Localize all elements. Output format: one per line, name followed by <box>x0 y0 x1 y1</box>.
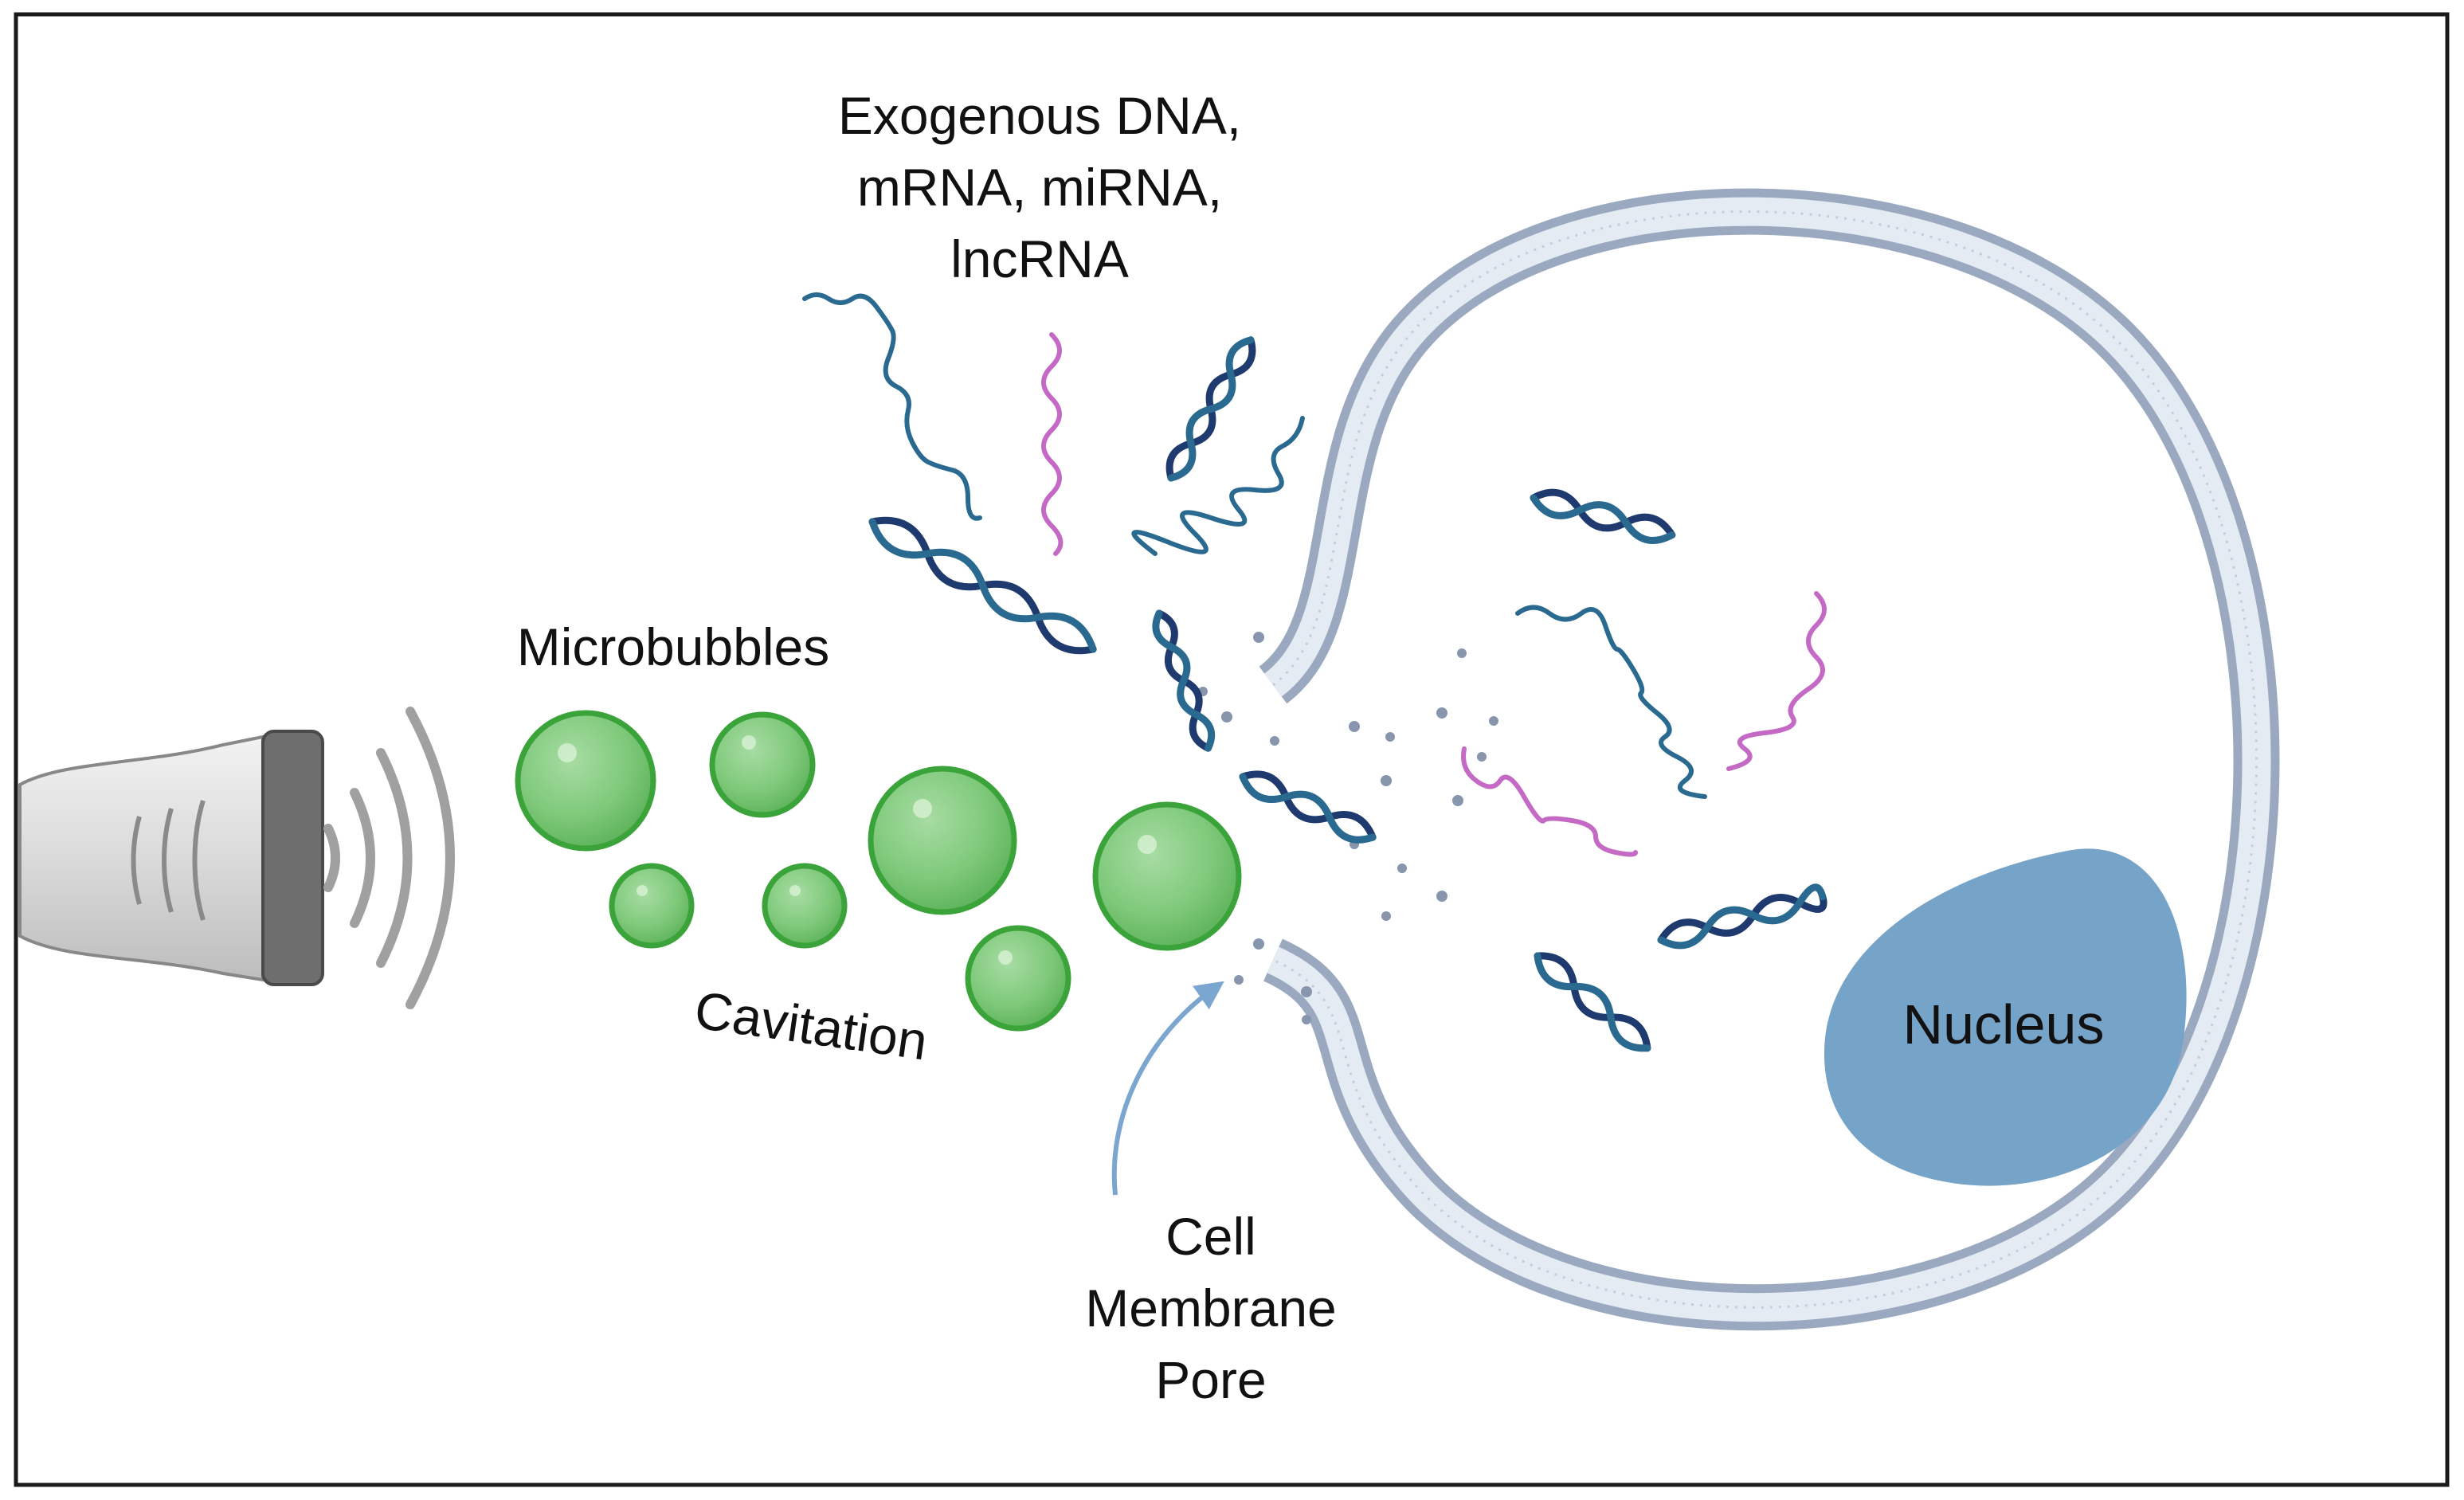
rna-strand-icon <box>1515 605 1707 799</box>
pore-label-line2: Membrane <box>1085 1279 1336 1337</box>
microbubbles <box>515 710 1242 1032</box>
ultrasound-wave-icon <box>350 788 375 928</box>
rna-strand-icon <box>802 292 982 521</box>
cargo-label-line3: lncRNA <box>950 229 1129 288</box>
microbubble-icon <box>609 863 695 949</box>
rna-strand-icon <box>1131 416 1305 556</box>
microbubble-icon <box>709 711 816 818</box>
loose-lipids <box>1198 632 1498 1024</box>
ultrasound-probe-icon <box>18 730 324 986</box>
microbubble-icon <box>762 863 848 949</box>
curved-arrow-icon <box>1111 981 1224 1196</box>
nucleus-icon <box>1824 848 2187 1186</box>
double-helix-icon <box>868 516 1097 655</box>
ultrasound-wave-icon <box>323 824 340 892</box>
cargo-label-line2: mRNA, miRNA, <box>857 158 1222 217</box>
rna-strand-icon <box>1461 746 1638 857</box>
double-helix-icon <box>1152 609 1216 752</box>
pore-label-line3: Pore <box>1155 1350 1266 1409</box>
microbubbles-label: Microbubbles <box>517 617 830 676</box>
nucleus-label: Nucleus <box>1903 993 2105 1055</box>
double-helix-icon <box>1530 488 1676 544</box>
double-helix-icon <box>1534 952 1651 1052</box>
microbubble-icon <box>1092 801 1242 951</box>
bubble-highlights <box>558 735 1157 965</box>
rna-strand-icon <box>1041 332 1064 556</box>
double-helix-icon <box>1657 883 1827 950</box>
double-helix-icon <box>1239 770 1377 844</box>
microbubble-icon <box>515 710 656 852</box>
ultrasound-waves <box>323 707 455 1009</box>
cargo-label-line1: Exogenous DNA, <box>838 86 1241 145</box>
microbubble-icon <box>868 766 1017 915</box>
double-helix-icon <box>1165 336 1256 482</box>
rna-strand-icon <box>1726 591 1827 771</box>
ultrasound-wave-icon <box>405 707 455 1009</box>
cell-membrane-icon <box>1258 188 2280 1331</box>
pore-label-line1: Cell <box>1165 1207 1256 1266</box>
microbubble-icon <box>965 925 1071 1032</box>
ultrasound-wave-icon <box>376 748 413 968</box>
dna-helices <box>868 336 1827 1052</box>
rna-strands <box>802 292 1827 857</box>
